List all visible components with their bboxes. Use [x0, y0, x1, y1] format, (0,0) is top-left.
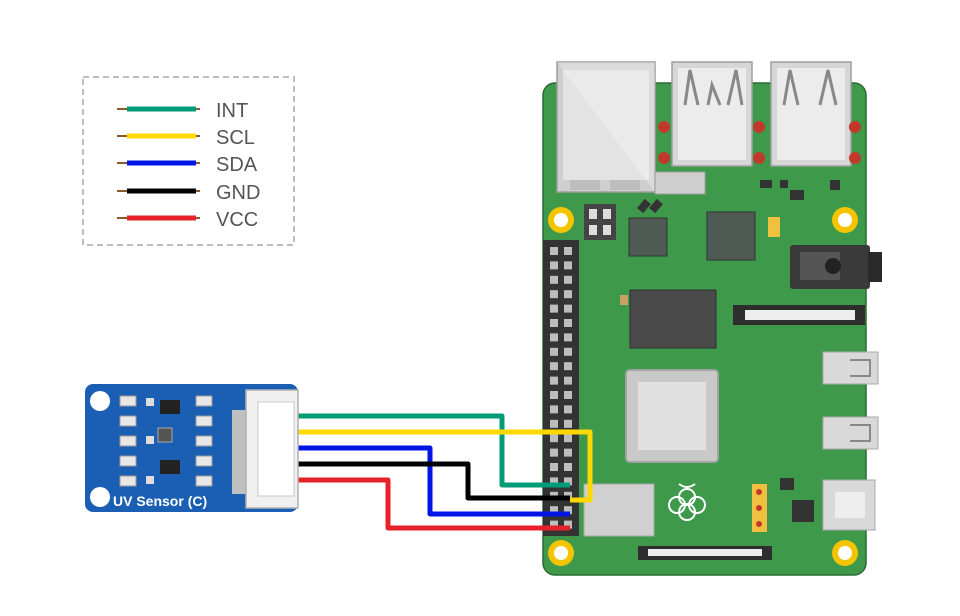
mounting-holes: [548, 207, 858, 566]
sensor-connector: [232, 389, 299, 509]
legend-label-vcc: VCC: [216, 209, 258, 231]
gpio-pin: [550, 477, 558, 486]
gpio-pin: [550, 463, 558, 471]
legend-item-scl: SCL: [117, 127, 255, 149]
gpio-pin: [550, 275, 558, 284]
gpio-pin: [550, 448, 558, 457]
gpio-pin: [550, 405, 558, 414]
wire-vcc: [298, 477, 570, 531]
gpio-pin: [564, 434, 572, 443]
gpio-pin: [564, 376, 572, 385]
dsi-connector: [638, 546, 772, 560]
legend-item-vcc: VCC: [117, 209, 258, 231]
micro-hdmi-ports: [822, 351, 879, 450]
gpio-pin: [550, 261, 558, 270]
gpio-pin: [564, 304, 572, 313]
usb-ports-top: [654, 61, 861, 195]
gpio-pin: [564, 261, 572, 270]
gpio-pin: [550, 506, 558, 515]
wire-gnd: [298, 461, 570, 501]
jumper-header: [584, 204, 616, 240]
legend-label-int: INT: [216, 100, 248, 122]
wire-int: [298, 413, 570, 488]
wire-sda: [298, 445, 570, 517]
gpio-pin: [550, 419, 558, 428]
gpio-pin: [564, 419, 572, 428]
power-header: [752, 478, 814, 532]
csi-connector: [733, 305, 865, 325]
legend-label-scl: SCL: [216, 127, 255, 149]
gpio-pin: [564, 520, 572, 529]
gpio-pin: [564, 275, 572, 284]
gpio-pin: [564, 247, 572, 255]
gpio-pin: [550, 347, 558, 356]
gpio-pin: [564, 448, 572, 457]
gpio-pin: [564, 477, 572, 486]
raspberry-pi-board: [542, 61, 882, 576]
legend: INT SCL SDA GND VCC: [82, 76, 295, 246]
soc-chip: [625, 369, 719, 463]
raspberry-logo-icon: [668, 483, 706, 521]
gpio-pin: [564, 362, 572, 371]
legend-border: [82, 76, 295, 246]
gpio-pin: [550, 362, 558, 371]
gpio-pin: [564, 347, 572, 356]
gpio-pin: [550, 520, 558, 529]
sensor-components: [119, 395, 213, 487]
ic-chips: [620, 180, 840, 349]
gpio-pin: [564, 405, 572, 414]
audio-jack: [790, 245, 882, 289]
wire-scl: [298, 429, 593, 503]
gpio-pin: [550, 391, 558, 399]
usb-c-port: [822, 479, 876, 531]
gpio-pin: [550, 376, 558, 385]
gpio-pin: [564, 333, 572, 342]
gpio-pin: [550, 434, 558, 443]
gpio-pin: [550, 304, 558, 313]
uv-sensor-board: UV Sensor (C): [85, 384, 299, 512]
legend-label-sda: SDA: [216, 154, 258, 176]
gpio-header: [543, 240, 579, 536]
legend-label-gnd: GND: [216, 182, 260, 204]
gpio-pin: [564, 319, 572, 327]
gpio-pin: [550, 290, 558, 299]
gpio-pin: [550, 247, 558, 255]
gpio-pin: [564, 463, 572, 471]
gpio-pin: [564, 506, 572, 515]
gpio-pin: [564, 290, 572, 299]
sd-card-area: [583, 483, 655, 537]
legend-item-gnd: GND: [117, 182, 260, 204]
gpio-pin: [550, 319, 558, 327]
gpio-pin: [550, 333, 558, 342]
gpio-pin: [564, 391, 572, 399]
legend-item-sda: SDA: [117, 154, 258, 176]
legend-item-int: INT: [117, 100, 248, 122]
ethernet-port: [556, 61, 656, 193]
sensor-label: UV Sensor (C): [113, 493, 207, 509]
wires: [298, 413, 593, 531]
